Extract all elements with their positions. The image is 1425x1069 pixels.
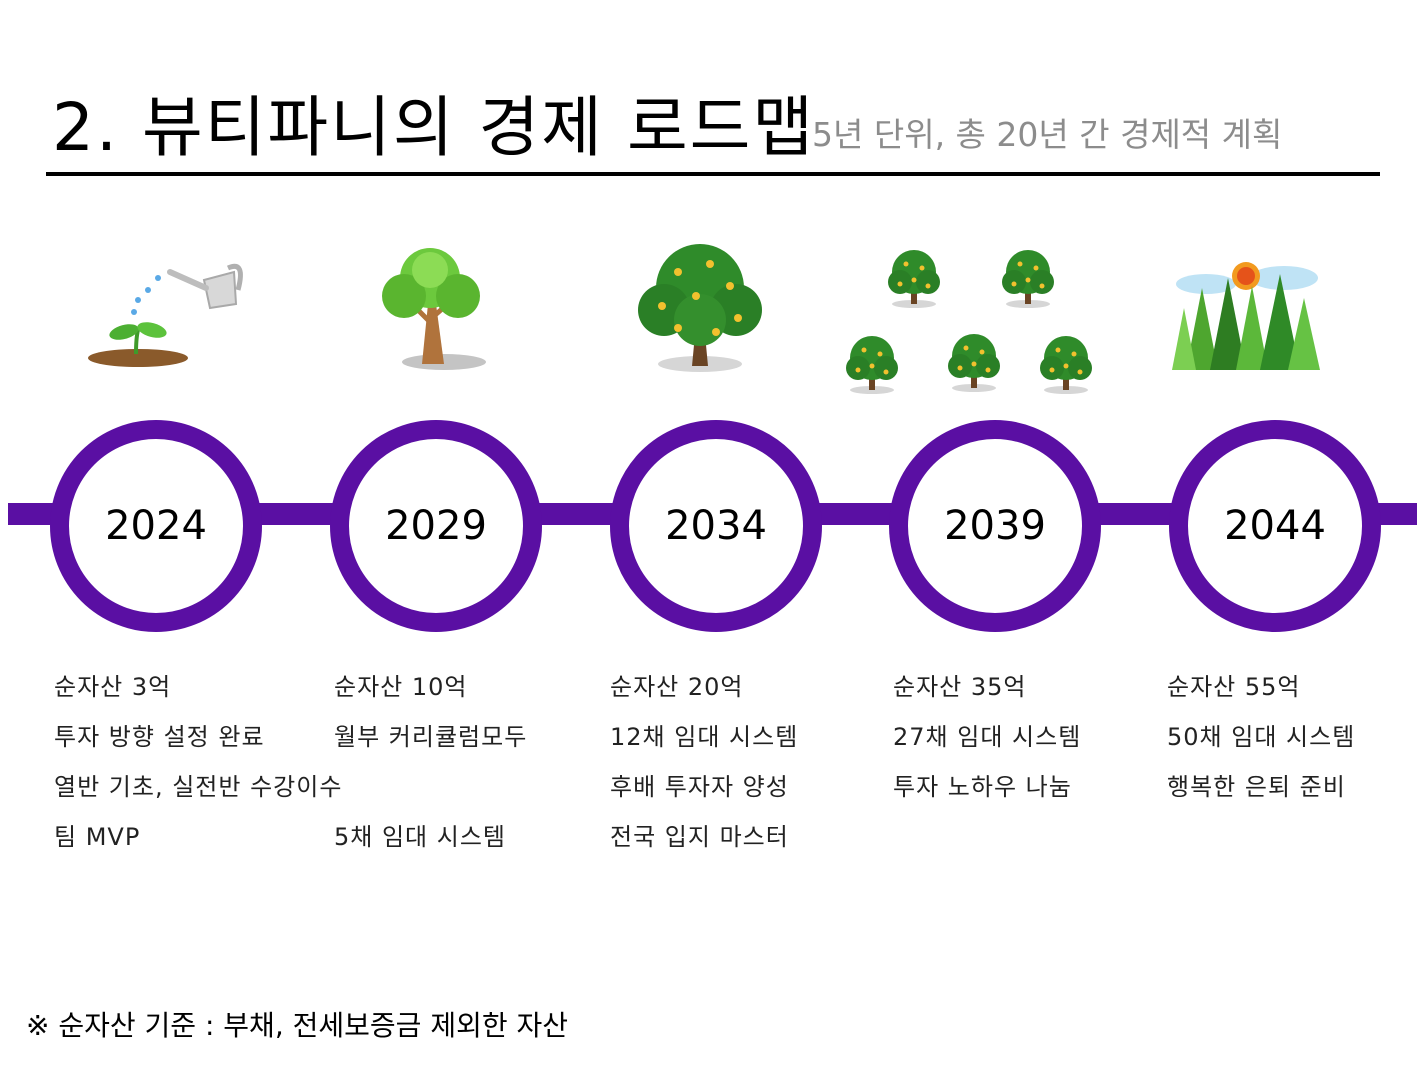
milestone-2034: 2034	[610, 420, 822, 632]
detail-line: 행복한 은퇴 준비	[1167, 773, 1346, 801]
page-title: 2. 뷰티파니의 경제 로드맵	[52, 89, 816, 166]
detail-line: 순자산 55억	[1167, 673, 1301, 701]
detail-line: 열반 기초, 실전반 수강이수	[54, 773, 343, 801]
detail-line: 후배 투자자 양성	[610, 773, 789, 801]
young-tree-icon	[374, 244, 490, 374]
detail-line	[334, 762, 527, 812]
milestone-details-2034: 순자산 20억 12채 임대 시스템 후배 투자자 양성 전국 입지 마스터	[610, 662, 798, 862]
detail-line: 순자산 35억	[893, 673, 1027, 701]
milestone-details-2024: 순자산 3억 투자 방향 설정 완료 열반 기초, 실전반 수강이수 팀 MVP	[54, 662, 342, 862]
fruit-orchard-icon	[844, 244, 1096, 394]
detail-line: 27채 임대 시스템	[893, 723, 1082, 751]
detail-line: 투자 노하우 나눔	[893, 773, 1072, 801]
milestone-2039: 2039	[889, 420, 1101, 632]
detail-line: 12채 임대 시스템	[610, 723, 799, 751]
milestone-year: 2044	[1224, 503, 1326, 549]
detail-line: 순자산 20억	[610, 673, 744, 701]
milestone-details-2029: 순자산 10억 월부 커리큘럼모두 5채 임대 시스템	[334, 662, 527, 862]
detail-line: 5채 임대 시스템	[334, 823, 507, 851]
milestone-year: 2029	[385, 503, 487, 549]
milestone-2044: 2044	[1169, 420, 1381, 632]
milestone-details-2044: 순자산 55억 50채 임대 시스템 행복한 은퇴 준비	[1167, 662, 1355, 812]
detail-line: 투자 방향 설정 완료	[54, 723, 265, 751]
watering-can-seedling-icon	[86, 250, 246, 370]
milestone-2029: 2029	[330, 420, 542, 632]
footnote: ※ 순자산 기준 : 부채, 전세보증금 제외한 자산	[26, 1009, 569, 1042]
detail-line: 팀 MVP	[54, 823, 141, 851]
detail-line: 전국 입지 마스터	[610, 823, 789, 851]
milestone-year: 2034	[665, 503, 767, 549]
milestone-2024: 2024	[50, 420, 262, 632]
page-subtitle: 5년 단위, 총 20년 간 경제적 계획	[812, 115, 1283, 154]
detail-line: 순자산 10억	[334, 673, 468, 701]
detail-line: 순자산 3억	[54, 673, 172, 701]
milestone-ring	[1169, 420, 1381, 632]
forest-icon	[1166, 258, 1322, 378]
title-underline	[46, 172, 1380, 176]
fruit-tree-icon	[638, 240, 762, 374]
detail-line: 50채 임대 시스템	[1167, 723, 1356, 751]
milestone-year: 2039	[944, 503, 1046, 549]
milestone-details-2039: 순자산 35억 27채 임대 시스템 투자 노하우 나눔	[893, 662, 1081, 812]
detail-line: 월부 커리큘럼모두	[334, 723, 528, 751]
milestone-year: 2024	[105, 503, 207, 549]
